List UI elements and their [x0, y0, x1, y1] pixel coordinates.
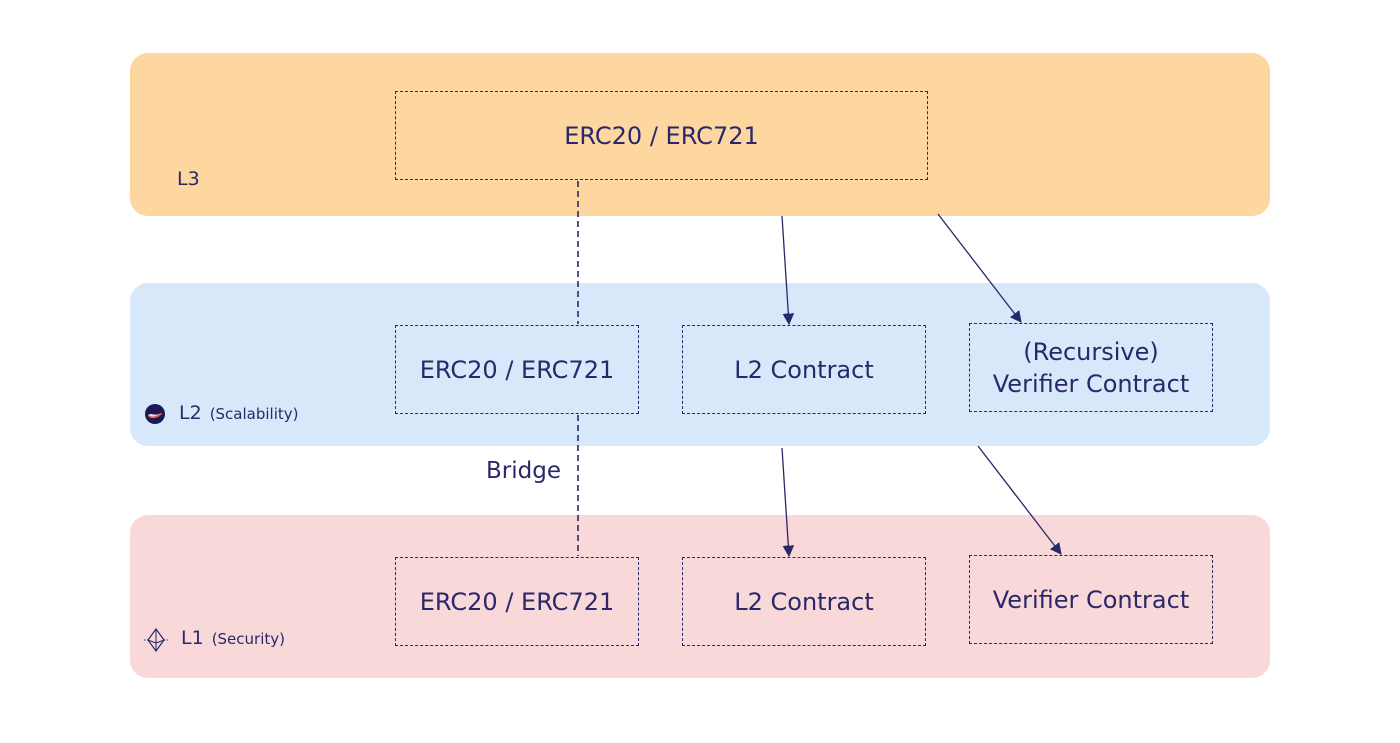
- layer-l2-label: L2 (Scalability): [143, 402, 299, 426]
- l3-erc-token-box: ERC20 / ERC721: [395, 91, 928, 180]
- layer-l2-name: L2: [179, 402, 202, 424]
- l1-contract-label: L2 Contract: [734, 587, 874, 616]
- l1-verifier-box: Verifier Contract: [969, 555, 1213, 644]
- layer-l1-name: L1: [181, 627, 204, 649]
- ethereum-diamond-icon: [143, 627, 169, 653]
- l2-verifier-box: (Recursive) Verifier Contract: [969, 323, 1213, 412]
- l2-verifier-label-line1: (Recursive): [1023, 337, 1159, 366]
- layer-l3-name: L3: [177, 168, 200, 190]
- layer-l3-label: L3: [177, 168, 200, 190]
- l2-contract-label: L2 Contract: [734, 355, 874, 384]
- layer-l2-band: [130, 283, 1270, 446]
- l1-contract-box: L2 Contract: [682, 557, 926, 646]
- layer-l1-label: L1 (Security): [143, 627, 285, 653]
- l2-verifier-label-line2: Verifier Contract: [992, 369, 1190, 398]
- layer-l1-subtitle: (Security): [211, 630, 285, 648]
- l1-verifier-label: Verifier Contract: [992, 585, 1190, 614]
- starknet-logo-icon: [143, 402, 167, 426]
- bridge-label: Bridge: [486, 458, 561, 484]
- l1-erc-token-label: ERC20 / ERC721: [419, 587, 615, 616]
- l2-erc-token-label: ERC20 / ERC721: [419, 355, 615, 384]
- layer-l3-band: [130, 53, 1270, 216]
- layer-l1-band: [130, 515, 1270, 678]
- l3-erc-token-label: ERC20 / ERC721: [564, 121, 759, 150]
- l1-erc-token-box: ERC20 / ERC721: [395, 557, 639, 646]
- l2-erc-token-box: ERC20 / ERC721: [395, 325, 639, 414]
- layer-l2-subtitle: (Scalability): [209, 405, 299, 423]
- l2-contract-box: L2 Contract: [682, 325, 926, 414]
